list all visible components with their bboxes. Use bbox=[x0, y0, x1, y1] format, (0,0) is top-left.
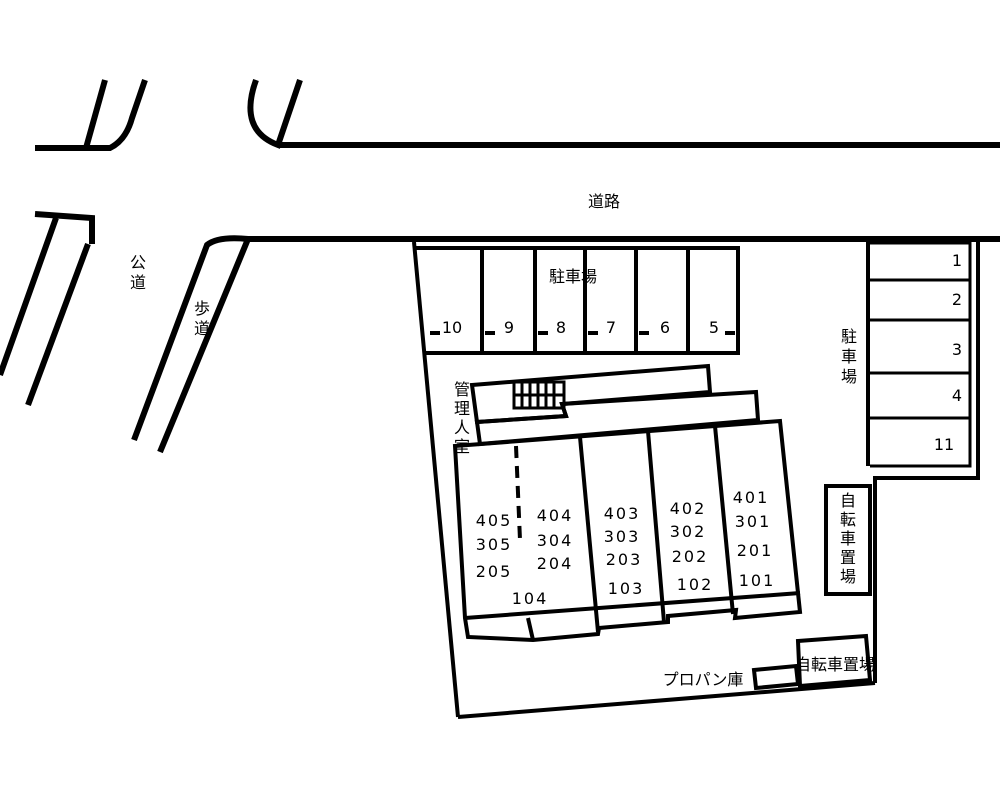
unit-number: 201 bbox=[737, 541, 774, 560]
parking-space-number: 11 bbox=[934, 435, 954, 454]
unit-divider bbox=[578, 436, 600, 633]
public-road-label: 公 道 bbox=[130, 253, 146, 292]
bicycle-parking-bottom bbox=[795, 633, 873, 689]
unit-number: 401 bbox=[733, 488, 770, 507]
parking-space-number: 7 bbox=[606, 318, 616, 337]
manager-room-label: 管 理 人 室 bbox=[454, 380, 470, 456]
unit-number: 203 bbox=[606, 550, 643, 569]
sidewalk-inner bbox=[157, 237, 251, 454]
unit-405-404-divider bbox=[514, 445, 522, 541]
unit-number: 304 bbox=[537, 531, 574, 550]
parking-space-number: 4 bbox=[952, 386, 962, 405]
building bbox=[452, 363, 803, 643]
parking-space-number: 1 bbox=[952, 251, 962, 270]
parking-space-number: 2 bbox=[952, 290, 962, 309]
parking-top-label: 駐車場 bbox=[549, 267, 597, 286]
corner-upper-left bbox=[35, 79, 148, 151]
unit-divider bbox=[646, 430, 666, 623]
parking-right bbox=[870, 241, 972, 468]
manager-room-char: 理 bbox=[454, 399, 470, 418]
road-lines bbox=[0, 78, 1000, 454]
manager-room-char: 人 bbox=[454, 418, 470, 437]
stair-steps bbox=[514, 382, 564, 408]
bicycle-right-char: 車 bbox=[840, 529, 856, 548]
parking-right-char: 場 bbox=[841, 367, 857, 386]
unit-number: 405 bbox=[476, 511, 513, 530]
public-road-char: 公 bbox=[130, 253, 146, 272]
unit-number: 301 bbox=[735, 512, 772, 531]
site-boundary bbox=[412, 240, 980, 719]
sidewalk-outer bbox=[131, 235, 249, 442]
unit-104-bottom bbox=[526, 617, 535, 641]
public-road-edge-left bbox=[0, 216, 59, 377]
bicycle-bottom-label: 自転車置場 bbox=[795, 655, 875, 674]
unit-number: 204 bbox=[537, 554, 574, 573]
building-upper-band bbox=[469, 363, 713, 425]
unit-numbers: 405 305 205 404 304 204 104 403 303 203 … bbox=[476, 488, 776, 608]
parking-space-number: 9 bbox=[504, 318, 514, 337]
unit-number: 305 bbox=[476, 535, 513, 554]
unit-number: 202 bbox=[672, 547, 709, 566]
parking-top-numbers: 10 9 8 7 6 5 bbox=[442, 318, 719, 337]
manager-room-char: 室 bbox=[454, 437, 470, 456]
sidewalk-char: 歩 bbox=[194, 299, 210, 318]
site-right-boundary bbox=[873, 240, 980, 683]
unit-number: 101 bbox=[739, 571, 776, 590]
corner-upper-right bbox=[247, 78, 303, 149]
unit-number: 302 bbox=[670, 522, 707, 541]
unit-number: 403 bbox=[604, 504, 641, 523]
corner-lower-left bbox=[34, 211, 95, 244]
unit-number: 102 bbox=[677, 575, 714, 594]
public-road-edge-inner bbox=[25, 242, 91, 407]
bicycle-right-char: 自 bbox=[840, 491, 856, 510]
bicycle-parking-right bbox=[824, 484, 872, 596]
staircase bbox=[512, 380, 566, 410]
parking-space-number: 6 bbox=[660, 318, 670, 337]
unit-number: 103 bbox=[608, 579, 645, 598]
parking-right-char: 車 bbox=[841, 347, 857, 366]
unit-number: 404 bbox=[537, 506, 574, 525]
propane-storage bbox=[751, 663, 801, 691]
unit-number: 303 bbox=[604, 527, 641, 546]
parking-space-number: 3 bbox=[952, 340, 962, 359]
public-road-char: 道 bbox=[130, 273, 146, 292]
parking-right-numbers: 1 2 3 4 11 bbox=[934, 251, 962, 454]
bicycle-right-char: 転 bbox=[840, 510, 856, 529]
bicycle-right-char: 場 bbox=[840, 567, 856, 586]
parking-right-outline bbox=[870, 241, 972, 468]
unit-number: 402 bbox=[670, 499, 707, 518]
unit-number: 104 bbox=[512, 589, 549, 608]
sidewalk-label: 歩 道 bbox=[194, 299, 210, 338]
site-bottom-boundary bbox=[457, 681, 876, 719]
unit-number: 205 bbox=[476, 562, 513, 581]
manager-room-char: 管 bbox=[454, 380, 470, 399]
road-label: 道路 bbox=[588, 192, 620, 211]
parking-top-outline bbox=[416, 246, 740, 355]
propane-label: プロパン庫 bbox=[663, 670, 744, 689]
parking-space-number: 8 bbox=[556, 318, 566, 337]
parking-right-char: 駐 bbox=[841, 327, 857, 346]
parking-space-number: 10 bbox=[442, 318, 462, 337]
unit-bottom-line bbox=[464, 591, 801, 620]
parking-space-number: 5 bbox=[709, 318, 719, 337]
site-left-boundary bbox=[412, 241, 460, 718]
sidewalk-char: 道 bbox=[194, 319, 210, 338]
corner-upper-left-inner bbox=[83, 79, 108, 149]
parking-top bbox=[416, 246, 740, 355]
unit-divider bbox=[713, 425, 735, 615]
bicycle-right-label: 自 転 車 置 場 bbox=[840, 491, 856, 586]
parking-right-label: 駐 車 場 bbox=[841, 327, 857, 386]
unit-block-outline bbox=[452, 418, 803, 643]
bicycle-right-char: 置 bbox=[840, 548, 856, 567]
